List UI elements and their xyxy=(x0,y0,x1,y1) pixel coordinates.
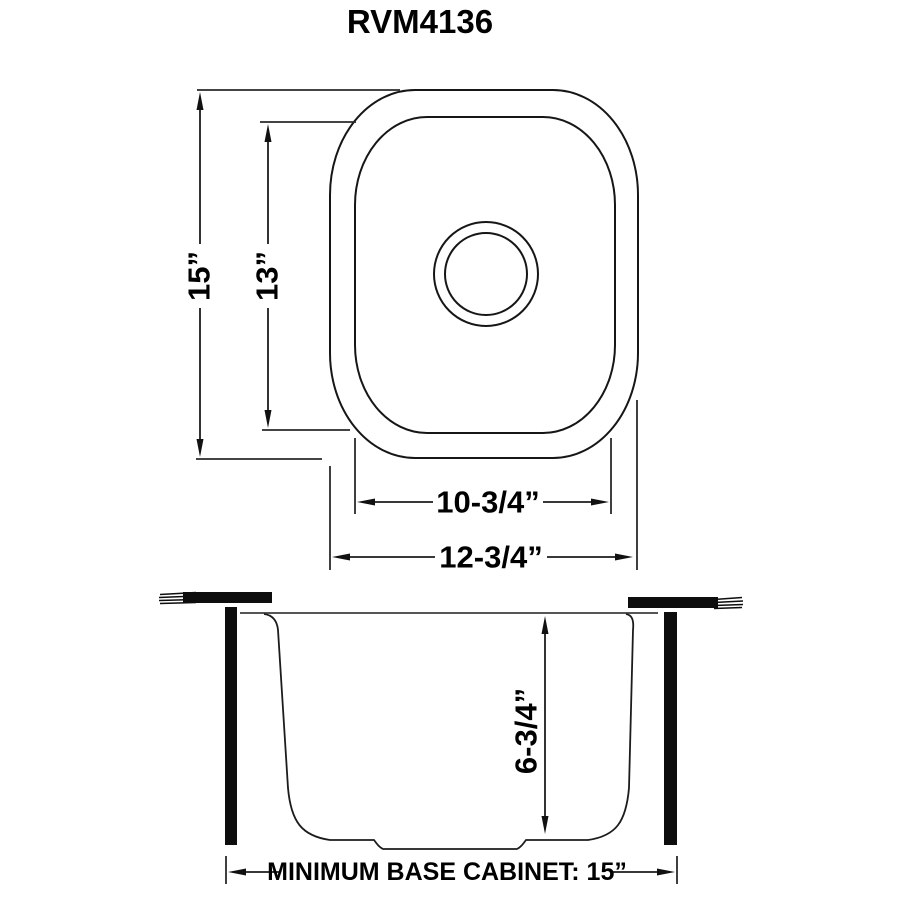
arrowhead-down-icon xyxy=(196,439,204,457)
sink-bowl-cross-section xyxy=(263,613,635,850)
arrowhead-right-icon xyxy=(591,498,609,506)
arrowhead-right-icon xyxy=(615,553,633,561)
cabinet-wall-left xyxy=(225,607,237,845)
arrowhead-left-icon xyxy=(228,868,246,876)
arrowhead-down-icon xyxy=(541,816,549,834)
arrowhead-up-icon xyxy=(541,616,549,634)
bowl-width-dimension: 10-3/4” xyxy=(354,438,612,520)
side-view-dimensions: 6-3/4” MINIMUM BASE CABINET: 15” xyxy=(225,616,678,886)
overall-height-dimension: 15” xyxy=(182,89,400,460)
arrowhead-left-icon xyxy=(332,553,350,561)
base-cabinet-dimension: MINIMUM BASE CABINET: 15” xyxy=(225,856,678,886)
arrowhead-up-icon xyxy=(264,124,272,142)
arrowhead-down-icon xyxy=(264,410,272,428)
bowl-width-label: 10-3/4” xyxy=(436,485,539,520)
overall-width-dimension: 12-3/4” xyxy=(329,400,638,575)
arrowhead-left-icon xyxy=(357,498,375,506)
countertop-right xyxy=(628,597,718,608)
overall-width-label: 12-3/4” xyxy=(439,540,542,575)
base-cabinet-label: MINIMUM BASE CABINET: 15” xyxy=(267,858,627,886)
side-view xyxy=(158,591,744,850)
bowl-depth-label: 6-3/4” xyxy=(509,688,544,774)
bowl-depth-dimension: 6-3/4” xyxy=(509,616,549,834)
arrowhead-right-icon xyxy=(657,868,675,876)
bowl-height-label: 13” xyxy=(250,251,285,301)
overall-height-label: 15” xyxy=(182,251,217,301)
drain-inner-circle xyxy=(444,232,528,316)
arrowhead-up-icon xyxy=(196,92,204,110)
sink-bowl-outline xyxy=(354,116,616,434)
countertop-left xyxy=(183,592,272,603)
drain-outer-circle xyxy=(433,221,539,327)
break-hatch-right-icon xyxy=(713,596,744,610)
model-number-title: RVM4136 xyxy=(347,3,493,40)
cabinet-wall-right xyxy=(664,612,677,845)
bowl-height-dimension: 13” xyxy=(250,121,356,431)
break-hatch-left-icon xyxy=(158,591,197,605)
sink-outer-rim-outline xyxy=(329,89,639,459)
top-view-dimensions: 15” 13” 10-3/4” xyxy=(182,89,638,575)
top-view xyxy=(329,89,639,459)
